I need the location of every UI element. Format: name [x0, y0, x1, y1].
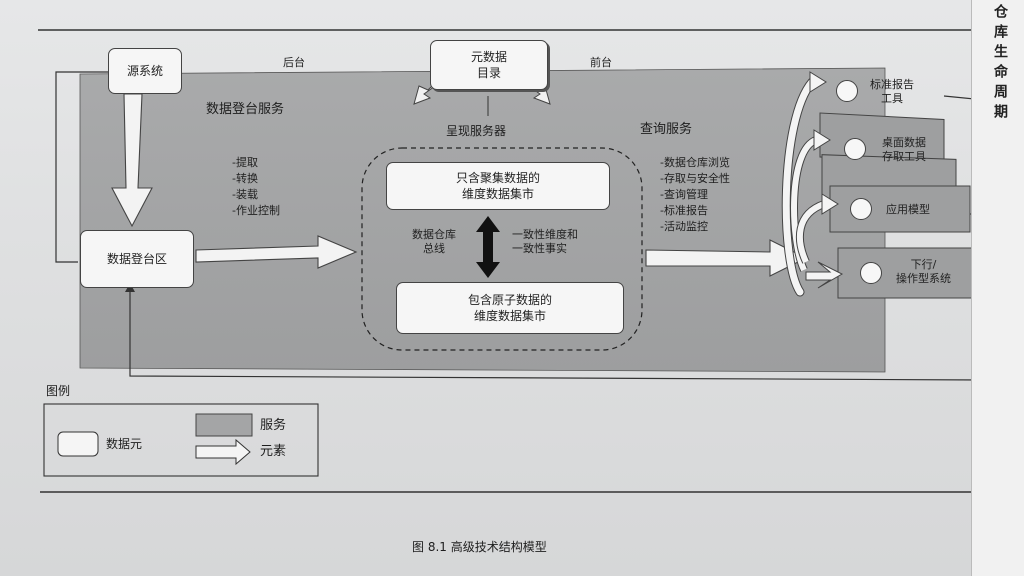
tool-desktop-access: 桌面数据 存取工具 [824, 128, 954, 174]
side-text: 仓库生命周期 [992, 4, 1008, 124]
curve-arrow-fill [782, 78, 816, 296]
arrow-staging-to-presentation [195, 235, 358, 269]
legend-data-element-swatch [57, 431, 99, 457]
staging-task-2: -转换 [232, 172, 258, 185]
legend-service-swatch [195, 413, 253, 437]
legend-element-label: 元素 [260, 444, 287, 459]
curve-arrow-2-fill [791, 137, 818, 272]
adjacent-page-edge: 仓库生命周期 [971, 0, 1024, 576]
tool-arrowhead-4 [805, 261, 844, 289]
staging-task-1: -提取 [232, 156, 258, 169]
bus-double-arrow [476, 216, 500, 278]
figure-caption: 图 8.1 高级技术结构模型 [412, 540, 547, 554]
tool-circle-icon [850, 198, 872, 220]
tool-circle-icon [844, 138, 866, 160]
tool-downstream-systems: 下行/ 操作型系统 [838, 248, 984, 298]
legend-frame [43, 403, 319, 477]
curve-arrow-3-fill [797, 201, 826, 264]
query-task-4: -标准报告 [660, 204, 708, 217]
tool-standard-reports: 标准报告 工具 [822, 72, 944, 116]
tool-label: 应用模型 [886, 203, 930, 216]
feedback-line-left [55, 71, 108, 263]
legend-data-element-label: 数据元 [106, 437, 143, 451]
tool-label: 下行/ 操作型系统 [896, 258, 951, 286]
legend-title: 图例 [46, 384, 71, 398]
query-task-2: -存取与安全性 [660, 172, 730, 185]
tool-label: 桌面数据 存取工具 [882, 136, 926, 164]
legend-element-arrow [195, 438, 251, 466]
tool-circle-icon [836, 80, 858, 102]
staging-task-3: -装载 [232, 188, 258, 201]
atomic-mart-box: 包含原子数据的 维度数据集市 [396, 282, 624, 334]
legend-service-label: 服务 [260, 418, 287, 433]
staging-services-title: 数据登台服务 [206, 102, 285, 117]
tool-label: 标准报告 工具 [870, 78, 914, 106]
query-task-5: -活动监控 [660, 220, 708, 233]
staging-area-box: 数据登台区 [80, 230, 194, 288]
aggregate-mart-box: 只含聚集数据的 维度数据集市 [386, 162, 610, 210]
tool-arrowhead-2 [813, 129, 831, 151]
conformed-label: 一致性维度和 一致性事实 [512, 228, 578, 255]
source-systems-box: 源系统 [108, 48, 182, 94]
staging-task-4: -作业控制 [232, 204, 280, 217]
tool-circle-icon [860, 262, 882, 284]
presentation-server-label: 呈现服务器 [446, 124, 507, 138]
query-services-title: 查询服务 [640, 122, 693, 137]
back-label: 后台 [283, 56, 305, 69]
query-task-3: -查询管理 [660, 188, 708, 201]
presentation-boundary [361, 147, 643, 351]
arrow-source-to-staging [111, 93, 153, 228]
tool-arrowhead-1 [809, 71, 827, 93]
query-task-1: -数据仓库浏览 [660, 156, 730, 169]
front-label: 前台 [590, 56, 612, 69]
bus-label: 数据仓库 总线 [412, 228, 456, 255]
tool-arrowhead-3 [821, 193, 839, 215]
metadata-catalog-box: 元数据 目录 [430, 40, 548, 90]
tool-application-models: 应用模型 [830, 186, 970, 232]
